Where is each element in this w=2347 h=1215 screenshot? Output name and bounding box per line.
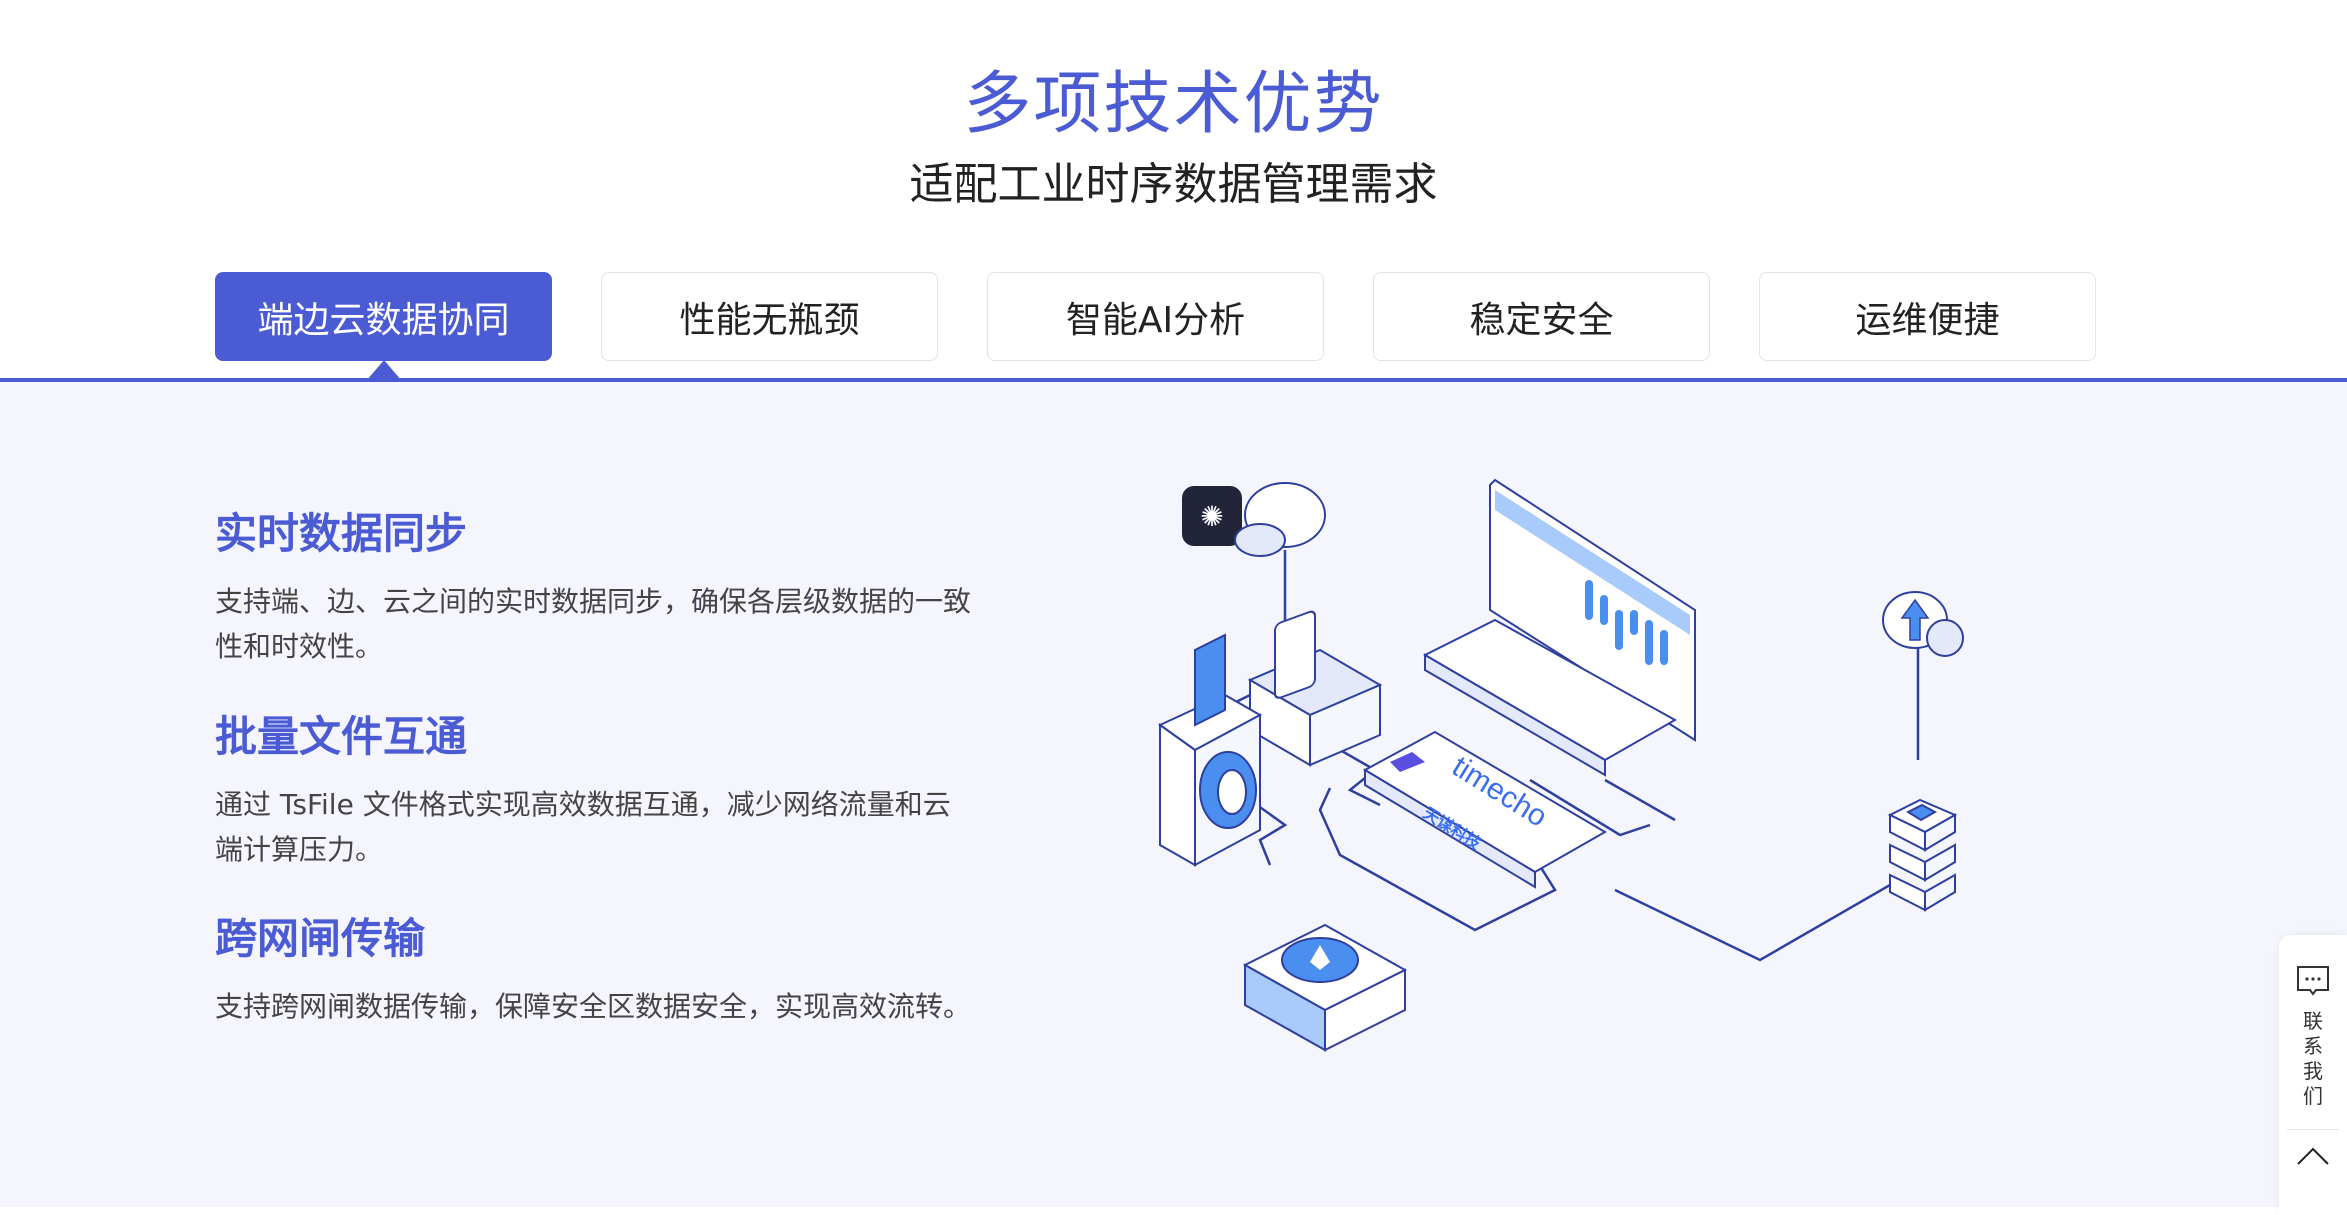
feature-realtime-sync: 实时数据同步 支持端、边、云之间的实时数据同步，确保各层级数据的一致性和时效性。 <box>215 500 975 669</box>
feature-batch-files: 批量文件互通 通过 TsFile 文件格式实现高效数据互通，减少网络流量和云端计… <box>215 703 975 872</box>
cloud-icon <box>1234 482 1326 557</box>
file-box-icon <box>1247 610 1383 767</box>
tab-operations[interactable]: 运维便捷 <box>1759 272 2096 361</box>
feature-title: 实时数据同步 <box>215 509 468 558</box>
tab-edge-cloud[interactable]: 端边云数据协同 <box>215 272 552 380</box>
contact-us-link[interactable]: 联系我们 <box>2303 1009 2323 1108</box>
gateway-device-icon <box>1242 923 1408 1052</box>
chat-icon[interactable] <box>2295 963 2331 999</box>
feature-desc: 支持跨网闸数据传输，保障安全区数据安全，实现高效流转。 <box>215 990 972 1023</box>
floating-contact-widget: 联系我们 <box>2279 935 2347 1215</box>
scanner-device-icon <box>1158 633 1263 867</box>
server-stack-icon <box>1887 798 1958 912</box>
section-title: 多项技术优势 <box>963 65 1384 144</box>
tab-security[interactable]: 稳定安全 <box>1373 272 1710 361</box>
section-subtitle: 适配工业时序数据管理需求 <box>909 159 1438 210</box>
brain-icon[interactable]: ✺ <box>1182 486 1242 546</box>
divider <box>2287 1129 2339 1130</box>
edge-cloud-illustration: timecho 天谋科技 <box>1158 478 1964 1052</box>
timecho-logo-card: timecho 天谋科技 <box>1362 730 1607 889</box>
feature-desc: 通过 TsFile 文件格式实现高效数据互通，减少网络流量和云端计算压力。 <box>215 788 951 866</box>
keyboard-icon <box>1422 618 1678 777</box>
feature-gateway-transfer: 跨网闸传输 支持跨网闸数据传输，保障安全区数据安全，实现高效流转。 <box>215 905 975 1029</box>
feature-tabs: 端边云数据协同 性能无瓶颈 智能AI分析 稳定安全 运维便捷 <box>215 272 2096 380</box>
feature-desc: 支持端、边、云之间的实时数据同步，确保各层级数据的一致性和时效性。 <box>215 585 972 663</box>
feature-title: 跨网闸传输 <box>215 914 426 963</box>
back-to-top-icon[interactable] <box>2295 1144 2331 1168</box>
tab-performance[interactable]: 性能无瓶颈 <box>601 272 938 361</box>
feature-title: 批量文件互通 <box>215 712 468 761</box>
upload-cloud-icon <box>1882 591 1964 657</box>
tab-ai-analysis[interactable]: 智能AI分析 <box>987 272 1324 361</box>
monitor-icon <box>1489 478 1696 742</box>
